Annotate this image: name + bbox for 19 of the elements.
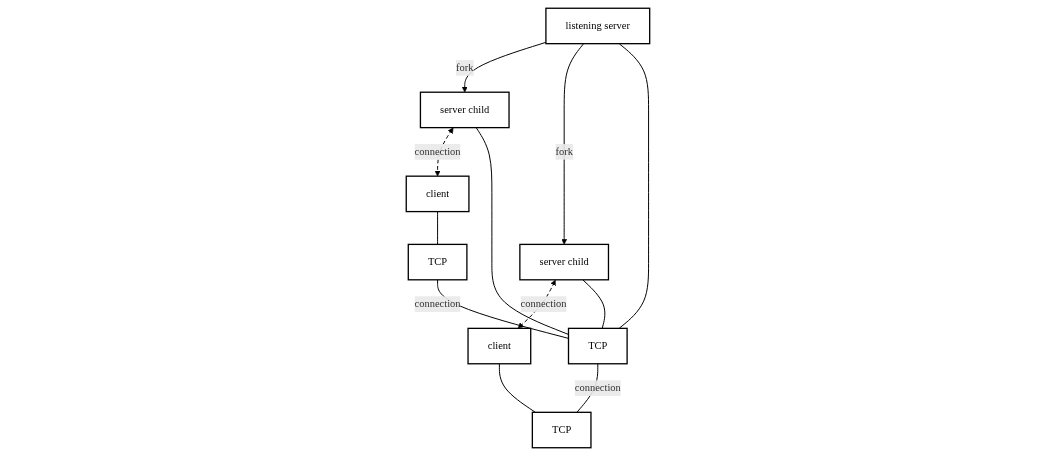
edge-label: connection — [414, 298, 461, 310]
node-box: TCP — [407, 243, 468, 281]
node-box: TCP — [567, 327, 628, 365]
node-box: TCP — [531, 411, 592, 449]
edge-label: connection — [574, 382, 621, 394]
connector — [618, 43, 649, 329]
node-box: client — [466, 327, 531, 365]
edge-label: connection — [414, 146, 461, 158]
connector — [581, 279, 605, 329]
edge-label: fork — [554, 146, 573, 158]
node-box: server child — [419, 91, 510, 129]
edge-label: connection — [520, 298, 567, 310]
connector — [498, 363, 536, 413]
node-box: client — [405, 175, 470, 213]
node-box: server child — [518, 243, 609, 281]
connector — [475, 127, 569, 335]
connector — [436, 211, 438, 245]
edge-label: fork — [455, 62, 474, 74]
node-box: listening server — [544, 7, 650, 45]
